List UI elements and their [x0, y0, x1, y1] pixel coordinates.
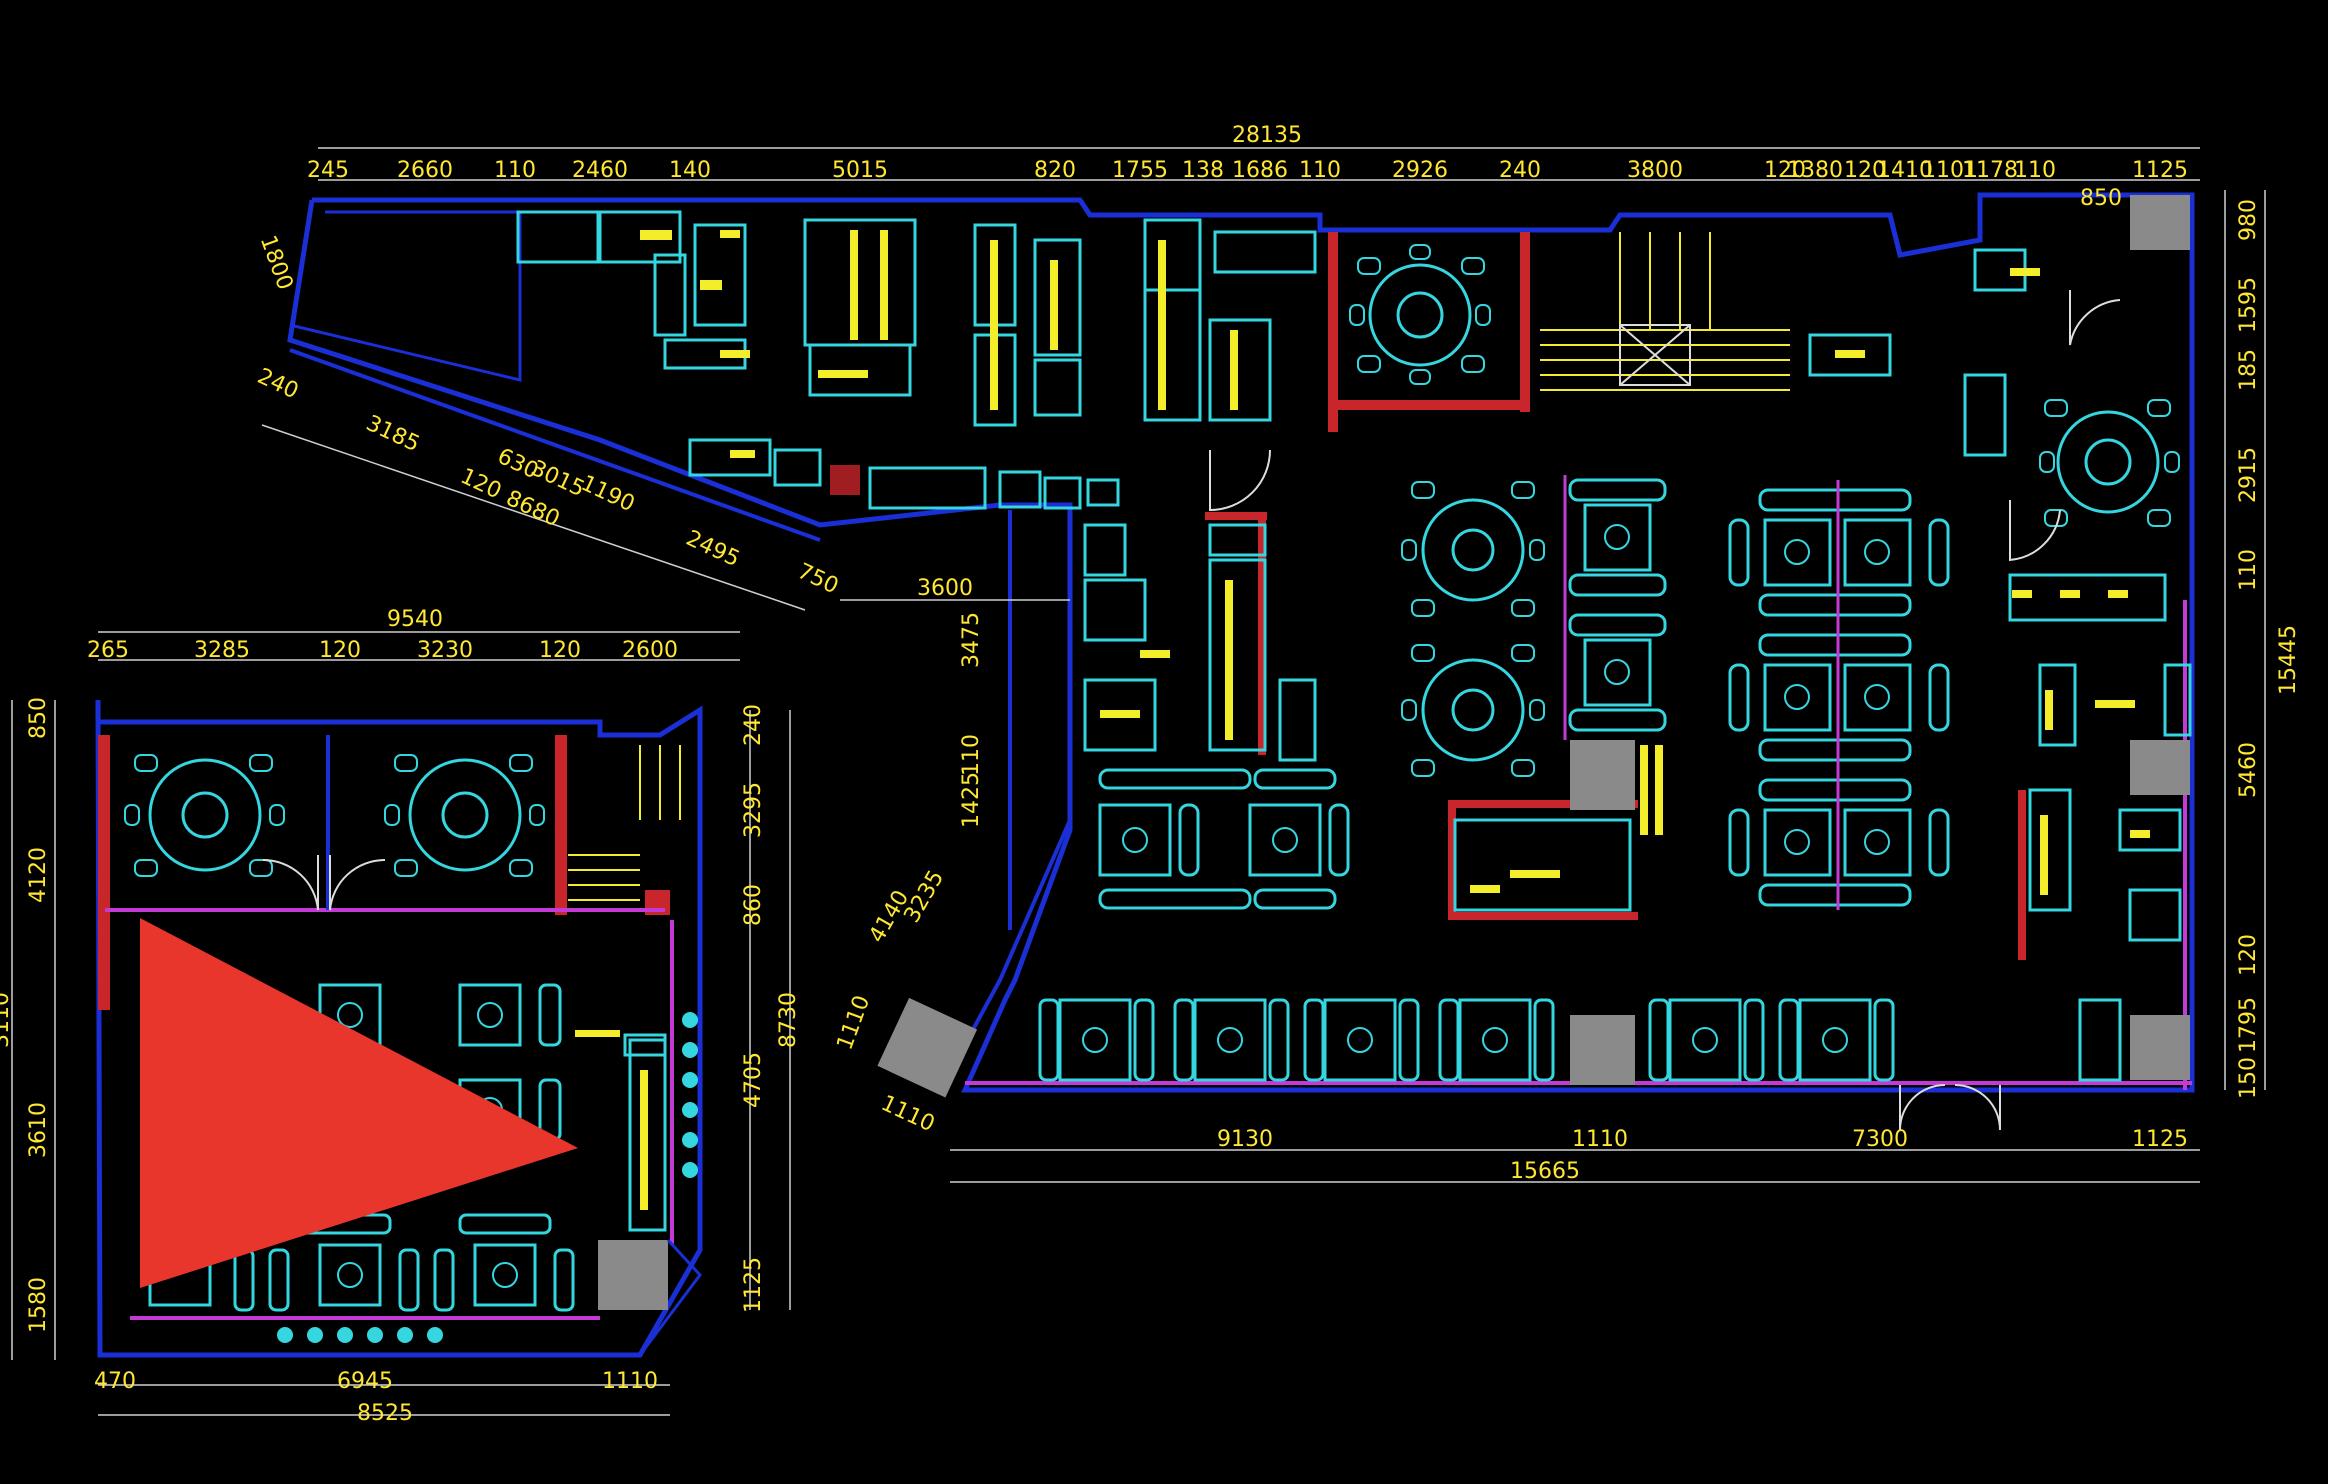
main_plan.top_dims-21: 1125 [2132, 158, 2188, 183]
main_plan.mid_dims-0: 3600 [917, 576, 973, 601]
second-right-total: 8730 [776, 992, 801, 1048]
second-right-dims: 240 3295 860 4705 1125 [741, 704, 766, 1313]
main_plan.bottom_dims-0: 9130 [1217, 1127, 1273, 1152]
second_plan.right_dims-4: 1125 [741, 1257, 766, 1313]
main-top-dims: 245 2660 110 2460 140 5015 820 1755 138 1686 110 29… [307, 158, 2188, 183]
main_plan.right_dims-0: 980 [2236, 199, 2261, 241]
main_plan.right_dims-2: 185 [2236, 349, 2261, 391]
main_plan.mid_dims-2: 1425 [959, 772, 984, 828]
main-right-dims: 980 1595 185 2915 110 5460 120 1795 150 [2236, 199, 2261, 1099]
main_plan.top_dims-2: 110 [494, 158, 536, 183]
main-bottom-dims: 9130 1110 7300 1125 [1217, 1127, 2188, 1152]
main_plan.top_dims-14: 120 [1764, 158, 1806, 183]
second_plan.top_dims-4: 120 [539, 638, 581, 663]
second-left-total: 3110 [0, 992, 14, 1048]
main_plan.top_dims-5: 5015 [832, 158, 888, 183]
main_plan.top_dims-15: 1380 [1787, 158, 1843, 183]
second_plan.left_dims-3: 1580 [26, 1277, 51, 1333]
main_plan.top_dims-7: 1755 [1112, 158, 1168, 183]
second_plan.right_dims-2: 860 [741, 884, 766, 926]
main_plan.top_dims-16: 120 [1844, 158, 1886, 183]
main_plan.right_dims-5: 5460 [2236, 742, 2261, 798]
dimension-lines [11, 147, 2266, 1416]
main_plan.top_dims-6: 820 [1034, 158, 1076, 183]
main_plan.top_dims-1: 2660 [397, 158, 453, 183]
main_plan.right_dims-1: 1595 [2236, 277, 2261, 333]
main_plan.top_dims-13: 3800 [1627, 158, 1683, 183]
main_plan.top_dims-18: 1101 [1922, 158, 1978, 183]
main_plan.top_dims-19: 1178 [1962, 158, 2018, 183]
main-top-right-small: 850 [2080, 186, 2122, 211]
main_plan.right_dims-4: 110 [2236, 549, 2261, 591]
second_plan.bottom_dims-0: 470 [94, 1369, 136, 1394]
second_plan.left_dims-1: 4120 [26, 847, 51, 903]
main_plan.top_dims-20: 110 [2014, 158, 2056, 183]
second_plan.left_dims-0: 850 [26, 697, 51, 739]
main_plan.top_dims-3: 2460 [572, 158, 628, 183]
main_plan.right_dims-6: 120 [2236, 934, 2261, 976]
second_plan.top_dims-3: 3230 [417, 638, 473, 663]
main_plan.mid_dims-1: 3475 [959, 612, 984, 668]
main_plan.right_dims-8: 150 [2236, 1057, 2261, 1099]
second_plan.right_dims-0: 240 [741, 704, 766, 746]
main-outer-wall [287, 192, 2195, 1093]
second_plan.top_dims-1: 3285 [194, 638, 250, 663]
main_plan.top_dims-10: 110 [1299, 158, 1341, 183]
second-top-total: 9540 [387, 607, 443, 632]
second-left-dims: 850 4120 3610 1580 [26, 697, 51, 1333]
second_plan.bottom_dims-2: 1110 [602, 1369, 658, 1394]
main_plan.top_dims-4: 140 [669, 158, 711, 183]
main-bottom-total: 15665 [1510, 1159, 1580, 1184]
second-bottom-total: 8525 [357, 1401, 413, 1426]
second_plan.right_dims-3: 4705 [741, 1052, 766, 1108]
main-plan [287, 192, 2195, 1131]
main_plan.top_dims-11: 2926 [1392, 158, 1448, 183]
main-top-total: 28135 [1232, 123, 1302, 148]
second-plan [95, 699, 703, 1358]
main_plan.top_dims-12: 240 [1499, 158, 1541, 183]
second_plan.bottom_dims-1: 6945 [337, 1369, 393, 1394]
main_plan.top_dims-9: 1686 [1232, 158, 1288, 183]
main_plan.mid_dims-3: 110 [959, 734, 984, 776]
second_plan.right_dims-1: 3295 [741, 782, 766, 838]
main_plan.top_dims-8: 138 [1182, 158, 1224, 183]
main-right-total: 15445 [2276, 625, 2301, 695]
main_plan.right_dims-7: 1795 [2236, 997, 2261, 1053]
second-bottom-dims: 470 6945 1110 [94, 1369, 658, 1394]
main_plan.top_dims-0: 245 [307, 158, 349, 183]
second_plan.top_dims-0: 265 [87, 638, 129, 663]
main_plan.right_dims-3: 2915 [2236, 447, 2261, 503]
second_plan.top_dims-5: 2600 [622, 638, 678, 663]
main_plan.bottom_dims-2: 7300 [1852, 1127, 1908, 1152]
main_plan.bottom_dims-3: 1125 [2132, 1127, 2188, 1152]
second_plan.left_dims-2: 3610 [26, 1102, 51, 1158]
red-triangle-marker [140, 918, 578, 1288]
second_plan.top_dims-2: 120 [319, 638, 361, 663]
main_plan.top_dims-17: 1410 [1877, 158, 1933, 183]
main_plan.bottom_dims-1: 1110 [1572, 1127, 1628, 1152]
second-top-dims: 265 3285 120 3230 120 2600 [87, 638, 678, 663]
